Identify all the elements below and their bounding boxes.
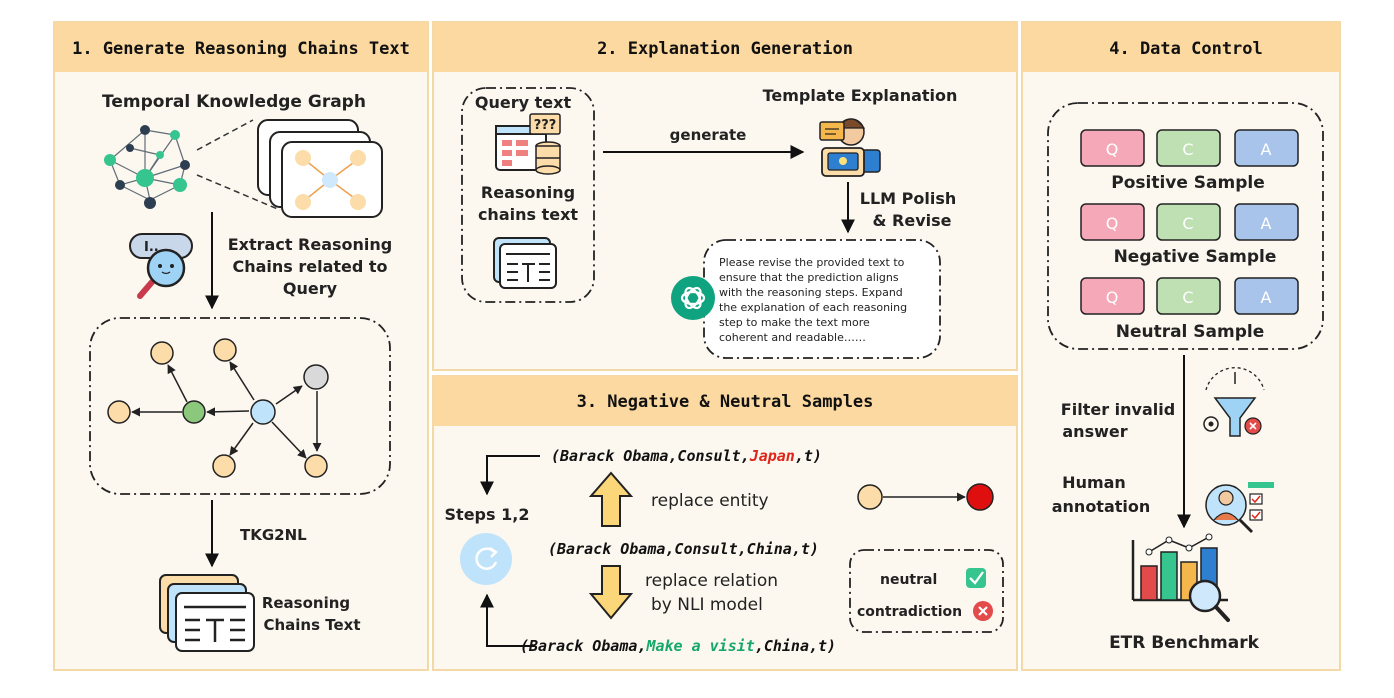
output-label-line1: Reasoning — [262, 594, 350, 612]
steps-label: Steps 1,2 — [445, 505, 530, 524]
cell-a: A — [1261, 214, 1272, 233]
cell-c: C — [1182, 214, 1193, 233]
benchmark-chart-icon — [1131, 533, 1230, 622]
entity-replacement-graph — [857, 483, 994, 511]
query-database-icon: ??? — [495, 113, 561, 175]
contradiction-label: contradiction — [857, 604, 962, 620]
extract-label-line3: Query — [283, 279, 338, 298]
chains-text-label-line1: Reasoning — [481, 183, 575, 202]
panel-generate-reasoning-chains: 1. Generate Reasoning Chains Text Tempor… — [53, 21, 429, 671]
prompt-line-3: with the reasoning steps. Expand — [719, 286, 903, 299]
search-query-text: I.. — [144, 240, 159, 255]
refresh-cycle-icon[interactable] — [460, 533, 512, 585]
panel1-title: 1. Generate Reasoning Chains Text — [72, 39, 410, 59]
prompt-line-5: step to make the text more — [719, 316, 870, 329]
cell-a: A — [1261, 140, 1272, 159]
panel3-title: 3. Negative & Neutral Samples — [577, 392, 874, 412]
query-text-label: Query text — [475, 93, 572, 112]
tkg-label: Temporal Knowledge Graph — [102, 92, 366, 112]
search-query-icon: I.. — [129, 233, 193, 299]
cell-a: A — [1261, 288, 1272, 307]
human-label-line2: annotation — [1052, 497, 1151, 516]
subgraph-cards-icon — [257, 119, 383, 218]
tkg2nl-label: TKG2NL — [240, 526, 307, 544]
prompt-line-2: ensure that the prediction aligns — [719, 271, 899, 284]
reasoning-chains-doc-icon — [159, 574, 255, 652]
negative-sample-row: Q C A Negative Sample — [1080, 203, 1299, 267]
cell-q: Q — [1106, 288, 1119, 307]
cell-q: Q — [1106, 214, 1119, 233]
quadruple-japan: (Barack Obama,Consult,Japan,t) — [551, 447, 822, 465]
cross-icon — [973, 601, 993, 621]
positive-sample-row: Q C A Positive Sample — [1080, 129, 1299, 193]
filter-label-line1: Filter invalid — [1061, 400, 1175, 419]
cell-c: C — [1182, 288, 1193, 307]
llm-polish-label-line1: LLM Polish — [860, 189, 956, 208]
replace-relation-label-line2: by NLI model — [651, 595, 763, 615]
quadruple-china: (Barack Obama,Consult,China,t) — [548, 540, 819, 558]
extract-label-line1: Extract Reasoning — [228, 235, 393, 254]
prompt-line-4: the explanation of each reasoning — [719, 301, 907, 314]
chains-doc-icon — [493, 237, 557, 289]
cell-q: Q — [1106, 140, 1119, 159]
filter-label-line2: answer — [1062, 422, 1127, 441]
filter-funnel-icon — [1203, 367, 1265, 437]
nli-label-box: neutral contradiction — [849, 549, 1004, 633]
panel-explanation-generation: 2. Explanation Generation Query text ???… — [432, 21, 1018, 371]
panel-data-control: 4. Data Control Q C A Positive Sample Q … — [1021, 21, 1341, 671]
template-explanation-label: Template Explanation — [763, 86, 958, 105]
positive-sample-label: Positive Sample — [1111, 173, 1265, 193]
revision-prompt: Please revise the provided text to ensur… — [719, 256, 907, 344]
etr-benchmark-label: ETR Benchmark — [1109, 633, 1260, 653]
knowledge-graph-icon — [104, 125, 190, 209]
replace-entity-label: replace entity — [651, 491, 769, 511]
extract-label-line2: Chains related to — [232, 257, 387, 276]
replace-relation-label-line1: replace relation — [645, 571, 778, 591]
openai-logo-icon — [671, 276, 715, 320]
negative-sample-label: Negative Sample — [1114, 247, 1277, 267]
neutral-label: neutral — [880, 572, 937, 588]
down-arrow-icon — [588, 565, 634, 620]
output-label-line2: Chains Text — [263, 616, 360, 634]
explainer-person-icon — [819, 118, 881, 177]
extracted-subgraph — [89, 317, 391, 495]
up-arrow-icon — [588, 471, 634, 527]
neutral-sample-label: Neutral Sample — [1116, 322, 1265, 342]
prompt-line-1: Please revise the provided text to — [719, 256, 905, 269]
cell-c: C — [1182, 140, 1193, 159]
prompt-line-6: coherent and readable…… — [719, 331, 866, 344]
quadruple-make-a-visit: (Barack Obama,Make a visit,China,t) — [520, 637, 836, 655]
panel4-title: 4. Data Control — [1109, 39, 1263, 59]
human-label-line1: Human — [1062, 473, 1126, 492]
check-icon — [966, 568, 986, 588]
chains-text-label-line2: chains text — [478, 205, 578, 224]
query-question-marks: ??? — [534, 118, 557, 133]
human-annotation-icon — [1205, 482, 1274, 534]
llm-polish-label-line2: & Revise — [873, 211, 952, 230]
neutral-sample-row: Q C A Neutral Sample — [1080, 277, 1299, 342]
panel2-title: 2. Explanation Generation — [597, 39, 853, 59]
generate-label: generate — [670, 126, 747, 144]
panel-negative-neutral-samples: 3. Negative & Neutral Samples (Barack Ob… — [432, 375, 1018, 671]
